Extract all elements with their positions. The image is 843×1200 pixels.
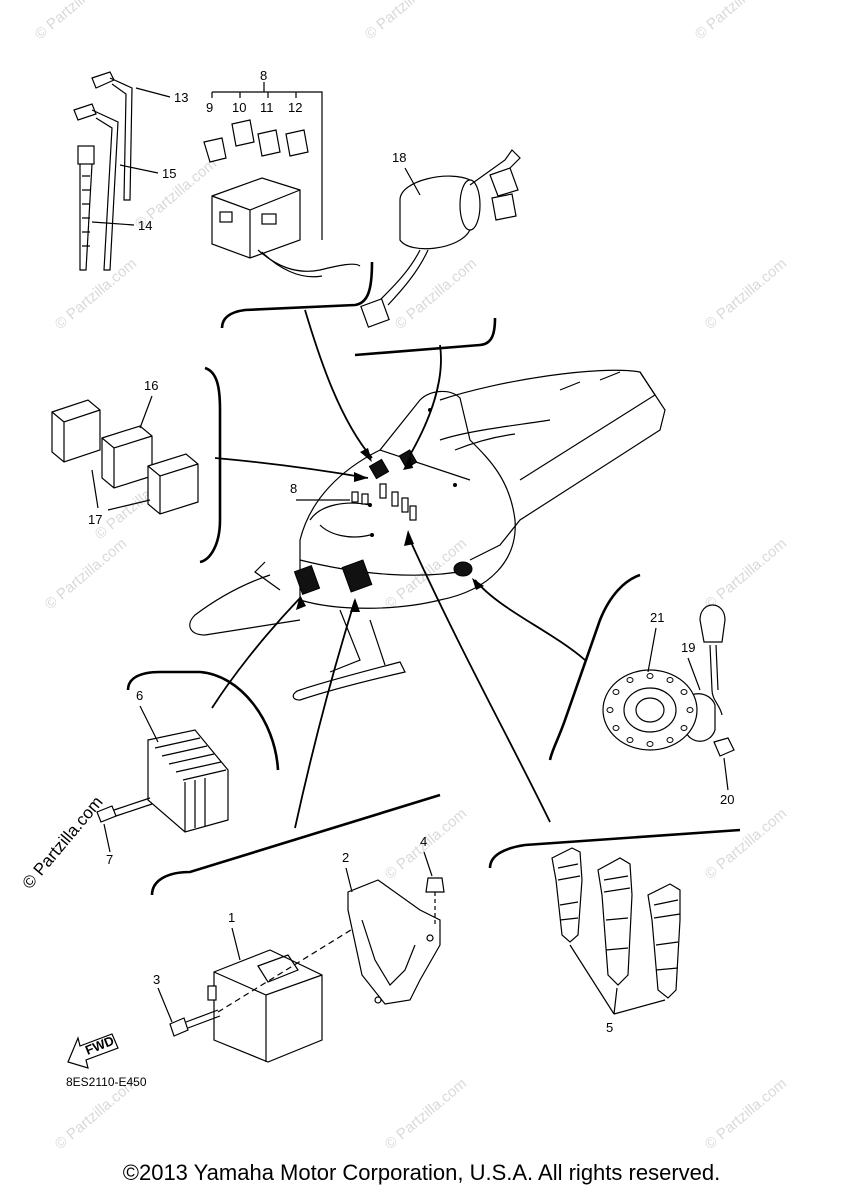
key-2 xyxy=(491,193,517,221)
key-1 xyxy=(489,167,519,197)
callout-ticks xyxy=(91,87,701,1023)
callout-8-center: 8 xyxy=(290,481,297,496)
main-switch-18 xyxy=(360,149,521,328)
callout-2: 2 xyxy=(342,850,349,865)
callout-20: 20 xyxy=(720,792,734,807)
watermark: © Partzilla.com xyxy=(702,805,790,883)
cdi-mount-dark xyxy=(341,559,373,593)
watermark: © Partzilla.com xyxy=(702,1075,790,1153)
partzilla-watermark-large: © Partzilla.com xyxy=(19,793,107,893)
callout-1: 1 xyxy=(228,910,235,925)
relay-mount-dark xyxy=(368,458,390,480)
callout-18: 18 xyxy=(392,150,406,165)
watermark: © Partzilla.com xyxy=(702,535,790,613)
callout-9: 9 xyxy=(206,100,213,115)
callout-8-top: 8 xyxy=(260,68,267,83)
callout-12: 12 xyxy=(288,100,302,115)
copyright-notice: ©2013 Yamaha Motor Corporation, U.S.A. A… xyxy=(122,1160,721,1185)
ignition-coil-a xyxy=(551,847,583,943)
relays xyxy=(51,399,199,515)
cable-tie-14-head xyxy=(77,145,95,165)
watermark: © Partzilla.com xyxy=(382,1075,470,1153)
callout-19: 19 xyxy=(681,640,695,655)
callout-11: 11 xyxy=(260,100,274,115)
callout-3: 3 xyxy=(153,972,160,987)
snowmobile-outline xyxy=(189,369,666,701)
callout-10: 10 xyxy=(232,100,246,115)
cable-ties xyxy=(73,71,133,271)
fwd-arrow-icon xyxy=(67,1033,119,1069)
bolt-3 xyxy=(169,1017,189,1037)
relay-16 xyxy=(101,425,153,489)
callout-13: 13 xyxy=(174,90,188,105)
fuse-11 xyxy=(257,129,281,157)
fwd-arrow: FWD xyxy=(67,1033,119,1069)
watermark: © Partzilla.com xyxy=(52,255,140,333)
diagram-code: 8ES2110-E450 xyxy=(66,1075,147,1089)
cable-tie-13-head xyxy=(91,71,115,89)
watermark: © Partzilla.com xyxy=(702,255,790,333)
rectifier-regulator-6 xyxy=(96,729,229,833)
ignition-coil-c xyxy=(647,883,681,999)
pickup-coupler xyxy=(699,604,726,643)
fuse-10 xyxy=(231,119,255,147)
main-switch-coupler xyxy=(360,298,390,328)
nut-20 xyxy=(713,737,735,757)
callouts: 1 2 3 4 5 6 7 8 8 9 10 11 12 13 14 15 16… xyxy=(88,68,734,1035)
cdi-assembly xyxy=(169,877,445,1063)
pickup-assembly xyxy=(602,604,735,791)
callout-7: 7 xyxy=(106,852,113,867)
callout-17: 17 xyxy=(88,512,102,527)
callout-14: 14 xyxy=(138,218,152,233)
callout-15: 15 xyxy=(162,166,176,181)
callout-5: 5 xyxy=(606,1020,613,1035)
main-switch-body xyxy=(399,175,471,250)
group-brackets xyxy=(126,261,741,896)
rectifier-mount-dark xyxy=(293,565,321,595)
callout-6: 6 xyxy=(136,688,143,703)
callout-16: 16 xyxy=(144,378,158,393)
watermark: © Partzilla.com xyxy=(392,255,480,333)
fuse-box xyxy=(211,177,301,259)
leader-lines xyxy=(211,309,586,829)
cdi-unit-1 xyxy=(213,949,323,1063)
callout-4: 4 xyxy=(420,834,427,849)
ignition-coils xyxy=(551,847,681,1015)
watermark: © Partzilla.com xyxy=(362,0,450,43)
watermark: © Partzilla.com xyxy=(692,0,780,43)
fuse-12 xyxy=(285,129,309,157)
watermark: © Partzilla.com xyxy=(42,535,130,613)
rectifier-body xyxy=(147,729,229,833)
relay-17b xyxy=(147,453,199,515)
pickup-mount-dark xyxy=(453,561,473,577)
fuse-9 xyxy=(203,137,227,163)
fuse-box-assembly xyxy=(203,82,361,278)
cable-tie-15-head xyxy=(73,103,97,121)
relay-17a xyxy=(51,399,101,463)
bolt-4 xyxy=(425,877,445,893)
callout-21: 21 xyxy=(650,610,664,625)
ignition-coil-b xyxy=(597,857,633,986)
bracket-2 xyxy=(347,879,441,1005)
watermark: © Partzilla.com xyxy=(32,0,120,43)
